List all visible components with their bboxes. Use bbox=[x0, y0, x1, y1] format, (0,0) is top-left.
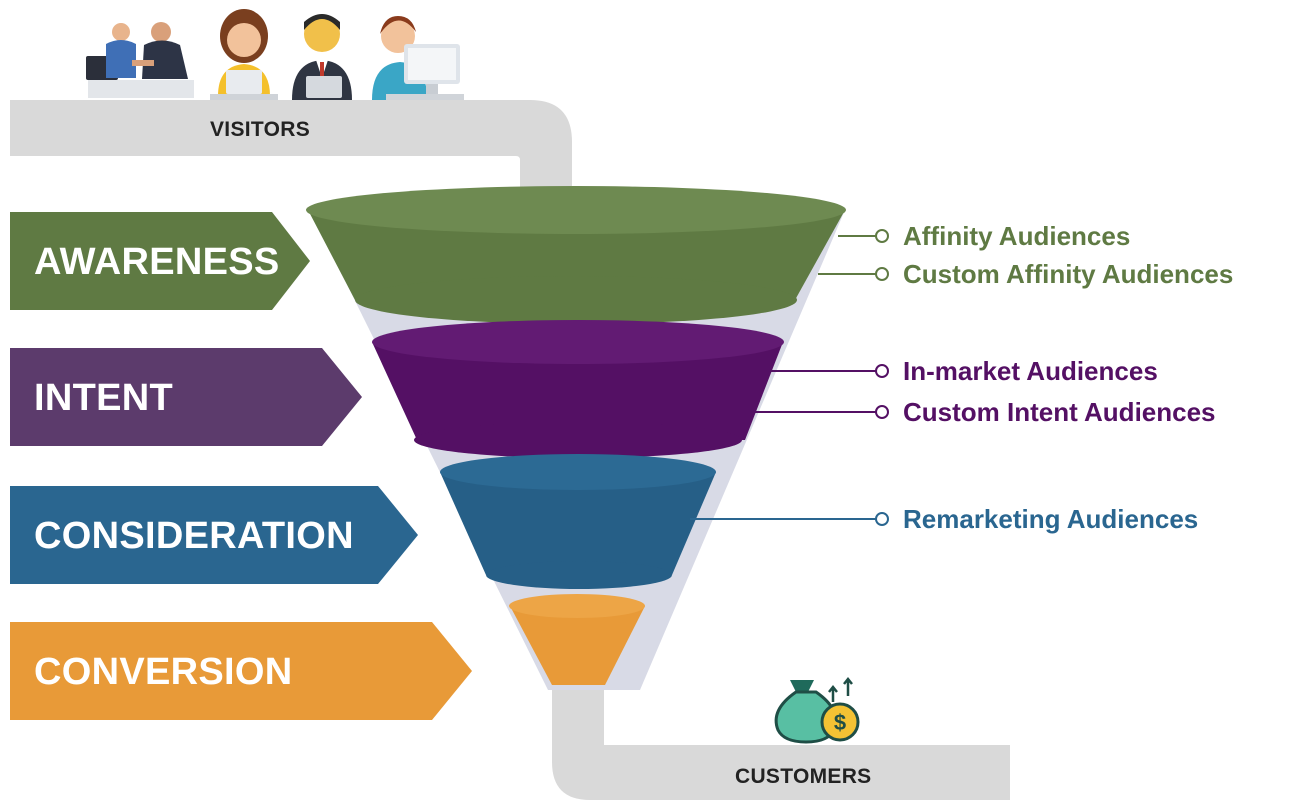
connector-in-market bbox=[770, 364, 889, 378]
connector-remarketing bbox=[690, 512, 889, 526]
funnel-band-intent bbox=[372, 320, 784, 458]
audience-affinity: Affinity Audiences bbox=[903, 221, 1131, 251]
customers-pipe bbox=[552, 680, 1010, 800]
customers-label: CUSTOMERS bbox=[735, 765, 872, 788]
connector-custom-affinity bbox=[818, 267, 889, 281]
money-bag-coin-icon: $ bbox=[774, 676, 860, 744]
funnel-band-consideration bbox=[440, 454, 716, 589]
audience-custom-affinity: Custom Affinity Audiences bbox=[903, 259, 1234, 289]
stage-label-conversion: CONVERSION bbox=[34, 651, 293, 693]
connector-custom-intent bbox=[745, 405, 889, 419]
people-meeting-icon bbox=[86, 22, 194, 98]
audience-custom-intent: Custom Intent Audiences bbox=[903, 397, 1216, 427]
visitors-pipe bbox=[10, 100, 572, 196]
audience-in-market: In-market Audiences bbox=[903, 356, 1158, 386]
svg-text:$: $ bbox=[834, 710, 846, 735]
connector-affinity bbox=[838, 229, 889, 243]
stage-label-intent: INTENT bbox=[34, 377, 174, 419]
stage-arrow-consideration bbox=[10, 486, 418, 584]
man-computer-icon bbox=[372, 16, 464, 100]
stage-label-consideration: CONSIDERATION bbox=[34, 515, 354, 557]
funnel-band-awareness bbox=[306, 186, 846, 324]
audience-remarketing: Remarketing Audiences bbox=[903, 504, 1199, 534]
funnel-band-conversion bbox=[509, 594, 645, 685]
stage-arrow-conversion bbox=[10, 622, 472, 720]
stage-arrow-intent bbox=[10, 348, 362, 446]
stage-arrow-awareness bbox=[10, 212, 310, 310]
visitors-label: VISITORS bbox=[210, 118, 311, 141]
man-laptop-icon bbox=[292, 14, 352, 100]
woman-laptop-icon bbox=[210, 9, 278, 100]
stage-label-awareness: AWARENESS bbox=[34, 241, 280, 283]
